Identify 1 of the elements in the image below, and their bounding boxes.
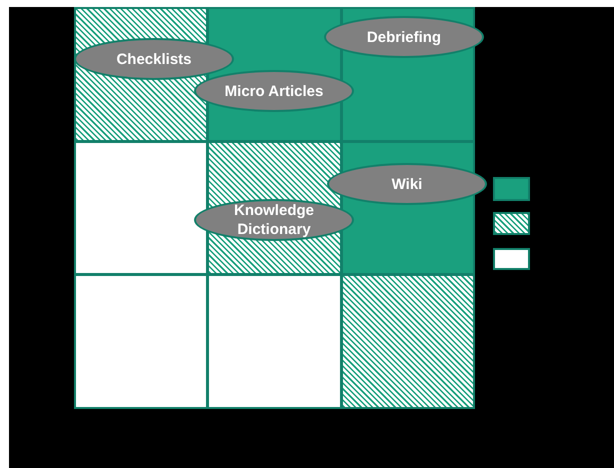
hatched-cell [340, 274, 475, 410]
